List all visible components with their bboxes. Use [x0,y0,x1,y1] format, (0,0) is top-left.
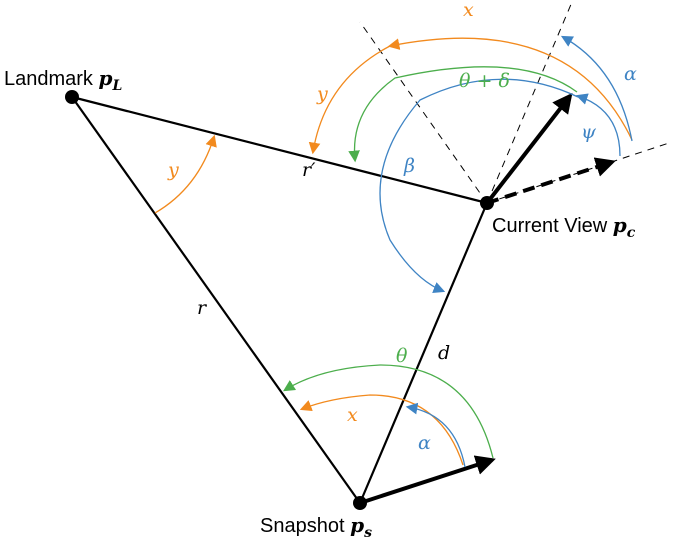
angle-label-beta: β [403,155,415,177]
arc-y-top [308,45,391,155]
angle-label-y-landmark: y [167,159,179,181]
arc-psi [575,93,621,157]
current-dashed-heading-arrow [486,157,616,205]
angle-label-y-top: y [316,83,328,105]
angle-label-x-bottom: x [347,404,358,426]
snapshot-label: Snapshot ps [260,513,372,541]
angle-label-alpha-top: α [624,63,637,85]
arc-x-bottom [299,394,464,466]
angle-label-psi: ψ [581,121,597,143]
edge-snapshot-current [358,202,489,504]
arc-y-landmark [154,134,217,214]
current-view-point [480,196,494,210]
arc-x-top [387,37,633,141]
arc-alpha-bottom [405,402,466,468]
arc-beta [379,78,579,294]
angle-label-theta-delta: θ + δ [459,70,510,92]
snapshot-heading-arrow [359,455,496,505]
angle-label-x-top: x [463,0,474,21]
dashed-line-steep [486,1,573,204]
edge-landmark-snapshot [71,96,361,504]
dashed-line-diagonal [359,21,488,204]
edge-label-d: d [438,342,450,364]
arc-theta-bottom [283,364,494,459]
current-view-label: Current View pc [492,213,636,241]
current-heading-arrow [485,92,573,205]
edge-landmark-current [71,95,488,205]
snapshot-point [353,496,367,510]
arc-alpha-top [560,35,633,142]
edge-label-r: r [197,297,208,319]
landmark-point [65,90,79,104]
arc-theta-delta [348,66,578,163]
angle-label-alpha-bottom: α [418,432,431,454]
landmark-label: Landmark pL [4,66,122,94]
angle-label-theta-bottom: θ [396,345,408,367]
edge-label-r-prime: r′ [302,159,316,181]
